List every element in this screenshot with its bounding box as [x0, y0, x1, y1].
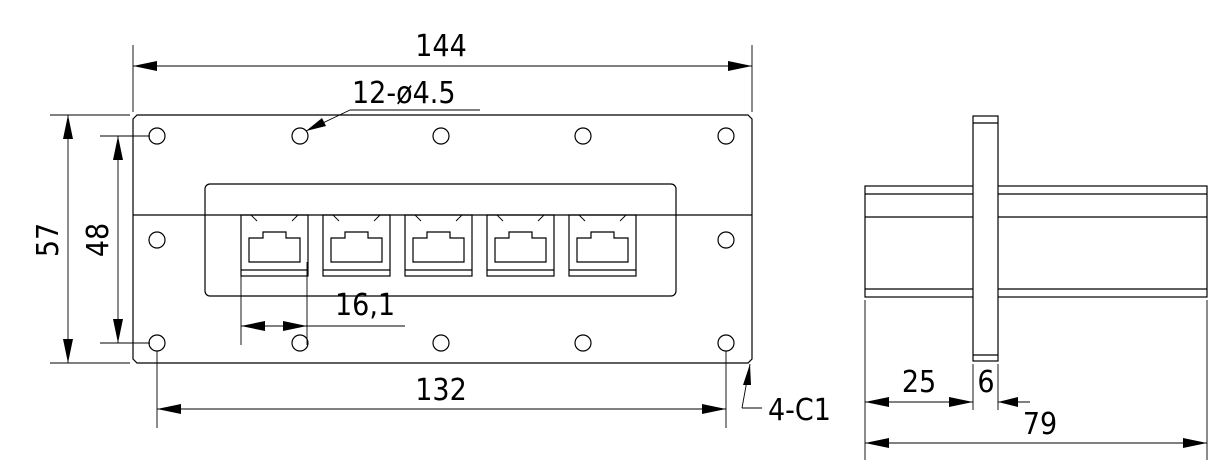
mounting-hole	[717, 334, 735, 352]
mounting-hole	[291, 334, 309, 352]
rj45-port	[568, 214, 637, 277]
dimension-79-label: 79	[1023, 407, 1057, 442]
dimension-overall-width: 144	[132, 29, 753, 112]
rj45-ports	[240, 214, 637, 277]
front-view: 144 12-ø4.5 57 48	[31, 29, 831, 428]
dimension-57-label: 57	[31, 223, 66, 257]
front-plate-outline	[132, 114, 753, 364]
dimension-25-label: 25	[902, 365, 936, 400]
mounting-hole	[291, 127, 309, 145]
mounting-hole	[717, 127, 735, 145]
rj45-port	[404, 214, 473, 277]
dimension-overall-height: 57	[31, 114, 130, 364]
dimension-hole-height: 48	[81, 135, 150, 344]
rj45-port	[486, 214, 555, 277]
mounting-hole	[574, 127, 592, 145]
dimension-side-left: 25	[864, 300, 974, 460]
dimension-chamfer-label: 4-C1	[768, 393, 831, 428]
mounting-holes	[148, 127, 735, 352]
dimension-hole-spacing: 132	[156, 351, 727, 428]
dimension-side-total: 79	[865, 300, 1208, 460]
dimension-holes-leader: 12-ø4.5	[305, 76, 480, 132]
dimension-port-pitch: 16,1	[240, 262, 405, 345]
mounting-hole	[432, 127, 450, 145]
mounting-hole	[148, 334, 166, 352]
mounting-hole	[432, 334, 450, 352]
mounting-hole	[717, 231, 735, 249]
port-window	[204, 183, 677, 297]
dimension-132-label: 132	[415, 373, 467, 408]
mounting-hole	[574, 334, 592, 352]
rj45-port	[322, 214, 391, 277]
mounting-hole	[148, 127, 166, 145]
dimension-holes-label: 12-ø4.5	[352, 76, 456, 111]
dimension-144-label: 144	[415, 29, 467, 64]
dimension-chamfer-leader: 4-C1	[741, 363, 831, 428]
dimension-16-1-label: 16,1	[335, 288, 395, 323]
dimension-6-label: 6	[977, 365, 994, 400]
side-flange	[972, 115, 999, 362]
side-view: 25 6 79	[864, 115, 1208, 460]
dimension-flange-thickness: 6	[977, 364, 1030, 410]
side-body	[864, 185, 1208, 298]
dimension-48-label: 48	[81, 223, 116, 257]
rj45-port	[240, 214, 309, 277]
mounting-hole	[148, 231, 166, 249]
